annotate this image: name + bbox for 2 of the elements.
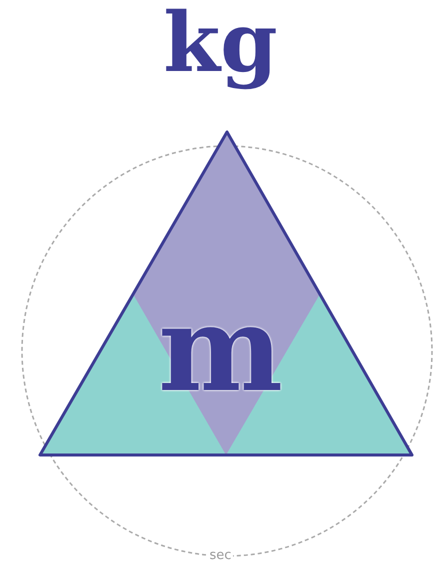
quantity-symbol: m [158,279,283,418]
unit-symbol: kg [163,0,278,91]
